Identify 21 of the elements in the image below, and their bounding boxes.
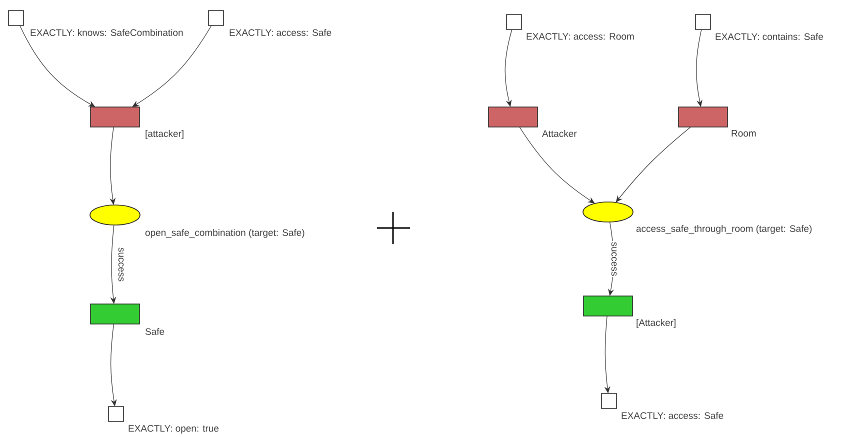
node-label: open_safe_combination (target: Safe) [145, 229, 304, 238]
node-label: Attacker [542, 130, 577, 137]
arrow [519, 126, 595, 204]
node-label: [Attacker] [636, 319, 676, 328]
node-label: EXACTLY: open: true [128, 425, 219, 434]
node-label: [attacker] [146, 130, 184, 139]
node-label: access_safe_through_room (target: Safe) [636, 225, 812, 234]
arrow [110, 324, 117, 406]
node-label: EXACTLY: knows: SafeCombination [30, 29, 183, 36]
arrow [132, 25, 212, 107]
node-label: EXACTLY: access: Room [526, 33, 634, 40]
edge-label: success [118, 248, 124, 282]
node-label: Room [732, 130, 756, 137]
edge-label: success [611, 242, 617, 276]
node-label: EXACTLY: access: Safe [622, 412, 724, 419]
node-label: Safe [145, 328, 164, 335]
arrow [616, 126, 691, 202]
node-label: EXACTLY: contains: Safe [716, 33, 823, 40]
node-label: EXACTLY: access: Safe [230, 29, 332, 36]
arrow [504, 29, 512, 107]
arrow [696, 29, 702, 107]
